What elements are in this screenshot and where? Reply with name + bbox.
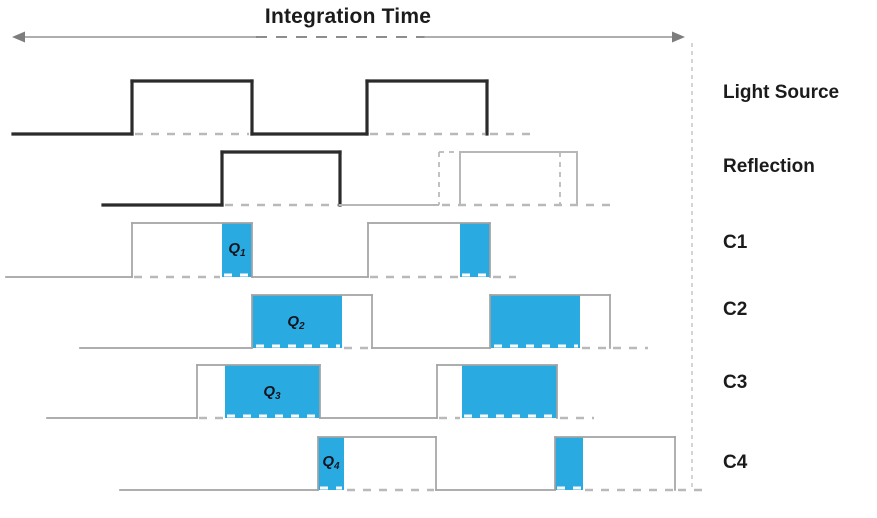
signal-label-reflection: Reflection (723, 156, 815, 177)
signal-label-light-source: Light Source (723, 82, 840, 103)
signal-label-c3: C3 (723, 372, 748, 393)
signal-label-c4: C4 (723, 452, 748, 473)
arrow-head-right-icon (672, 31, 685, 43)
charge-region (462, 365, 557, 418)
signal-label-c2: C2 (723, 299, 748, 320)
signal-label-c1: C1 (723, 232, 748, 253)
charge-region (222, 223, 252, 277)
charge-region (252, 295, 342, 348)
charge-region (318, 437, 344, 490)
integration-time-label: Integration Time (264, 5, 432, 28)
charge-region (555, 437, 583, 490)
charge-region (225, 365, 320, 418)
arrow-head-left-icon (12, 31, 25, 43)
charge-region (490, 295, 580, 348)
charge-region (460, 223, 490, 277)
